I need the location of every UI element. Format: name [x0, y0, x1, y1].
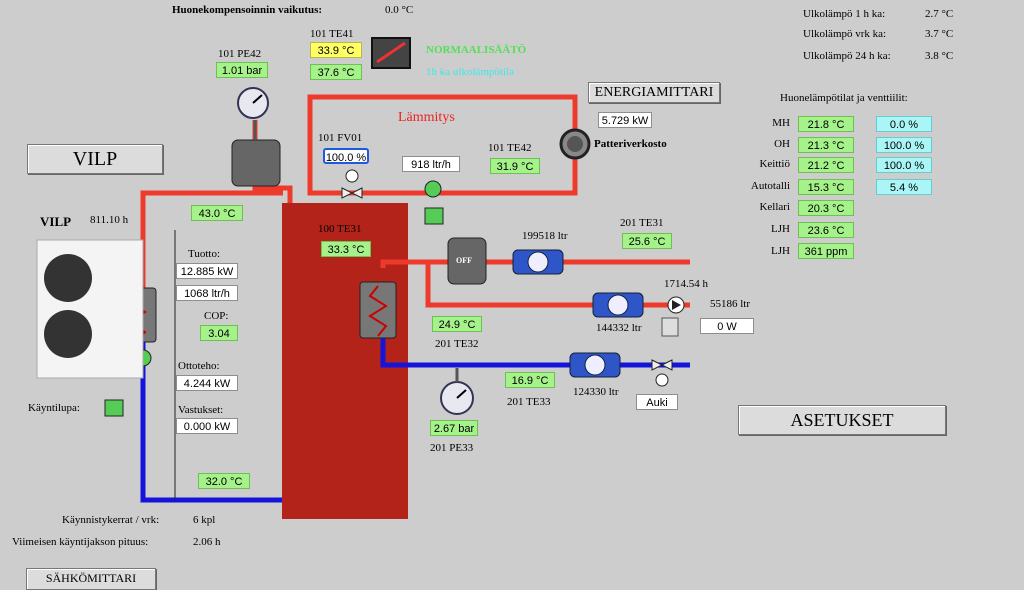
vilp-return-temp: 32.0 °C [198, 473, 250, 489]
vilp-button[interactable]: VILP [27, 144, 163, 174]
flow-meter-3 [569, 352, 621, 378]
cold-valve-state: Auki [636, 394, 678, 410]
room-valve-oh: 100.0 % [876, 137, 932, 153]
heating-pump-icon [424, 180, 442, 198]
outdoor-day-value: 3.7 °C [925, 28, 954, 40]
output-kw-value: 12.885 kW [176, 263, 238, 279]
outdoor-24h-value: 3.8 °C [925, 50, 954, 62]
starts-label: Käynnistykerrat / vrk: [62, 514, 160, 526]
heating-switch-icon [424, 207, 444, 225]
input-power-value: 4.244 kW [176, 375, 238, 391]
vilp-supply-temp: 43.0 °C [191, 205, 243, 221]
meter2-value: 144332 ltr [596, 322, 642, 334]
outdoor-1h-value: 2.7 °C [925, 8, 954, 20]
cop-value: 3.04 [200, 325, 238, 341]
room-name-oh: OH [774, 138, 790, 150]
room-valve-kitchen: 100.0 % [876, 157, 932, 173]
flow-meter-2 [592, 292, 644, 318]
heating-flow-value: 918 ltr/h [402, 156, 460, 172]
meter2b-value: 55186 ltr [710, 298, 751, 310]
heating-title: Lämmitys [398, 110, 455, 125]
fv01-label: 101 FV01 [318, 132, 363, 144]
room-temp-oh: 21.3 °C [798, 137, 854, 153]
room-name-kitchen: Keittiö [759, 158, 790, 170]
pe33-label: 201 PE33 [430, 442, 474, 454]
cold-water-valve [651, 359, 673, 387]
room-comp-value: 0.0 °C [385, 4, 414, 16]
te31-value: 33.3 °C [321, 241, 371, 257]
permit-switch-icon [104, 399, 124, 417]
meter3-value: 124330 ltr [573, 386, 619, 398]
meter1-value: 199518 ltr [522, 230, 568, 242]
room-temp-ljh: 23.6 °C [798, 222, 854, 238]
vilp-hours: 811.10 h [90, 214, 129, 226]
room-name-ljh: LJH [771, 223, 790, 235]
starts-value: 6 kpl [193, 514, 216, 526]
vilp-title: VILP [40, 214, 72, 229]
te42-value: 31.9 °C [490, 158, 540, 174]
pe42-label: 101 PE42 [218, 48, 262, 60]
te32-label: 201 TE32 [435, 338, 479, 350]
pump-power-value: 0 W [700, 318, 754, 334]
mode-normal-text: NORMAALISÄÄTÖ [426, 44, 527, 56]
heating-loop-pipe [307, 94, 578, 196]
settings-button[interactable]: ASETUKSET [738, 405, 946, 435]
fv01-value[interactable]: 100.0 % [323, 148, 369, 164]
room-valve-mh: 0.0 % [876, 116, 932, 132]
room-co2-ljh: 361 ppm [798, 243, 854, 259]
te31b-label: 201 TE31 [620, 217, 664, 229]
te31-label: 100 TE31 [318, 223, 362, 235]
te41-value2: 37.6 °C [310, 64, 362, 80]
last-run-label: Viimeisen käyntijakson pituus: [12, 536, 149, 548]
room-name-basement: Kellari [759, 201, 790, 213]
room-name-mh: MH [772, 117, 790, 129]
resistor-value: 0.000 kW [176, 418, 238, 434]
room-temp-basement: 20.3 °C [798, 200, 854, 216]
te41-value1: 33.9 °C [310, 42, 362, 58]
pump-switch-icon [661, 317, 679, 337]
energy-meter-button[interactable]: ENERGIAMITTARI [588, 82, 720, 103]
output-label: Tuotto: [188, 248, 221, 260]
heat-pump-unit [36, 239, 144, 379]
room-comp-label: Huonekompensoinnin vaikutus: [172, 4, 323, 16]
te32-value: 24.9 °C [432, 316, 482, 332]
te33-value: 16.9 °C [505, 372, 555, 388]
dhw-off-label: OFF [456, 256, 472, 265]
electric-meter-button[interactable]: SÄHKÖMITTARI [26, 568, 156, 590]
te41-label: 101 TE41 [310, 28, 354, 40]
rooms-title: Huonelämpötilat ja venttiilit: [780, 92, 908, 104]
permit-label: Käyntilupa: [28, 402, 80, 414]
dhw-hot-pipe [380, 259, 690, 268]
vilp-return-pipe [140, 335, 300, 503]
room-name-ljh-co2: LJH [771, 245, 790, 257]
heating-valve [341, 169, 363, 199]
last-run-value: 2.06 h [193, 536, 221, 548]
room-valve-garage: 5.4 % [876, 179, 932, 195]
room-temp-garage: 15.3 °C [798, 179, 854, 195]
pe42-value: 1.01 bar [216, 62, 268, 78]
flow-meter-1 [512, 249, 564, 275]
expansion-vessel [231, 139, 281, 187]
dhw-expansion-vessel [447, 237, 487, 285]
room-name-garage: Autotalli [750, 180, 790, 192]
pe33-value: 2.67 bar [430, 420, 478, 436]
cop-label: COP: [204, 310, 229, 322]
te31b-value: 25.6 °C [622, 233, 672, 249]
outdoor-day-label: Ulkolämpö vrk ka: [803, 28, 887, 40]
te33-label: 201 TE33 [507, 396, 551, 408]
process-diagram [36, 37, 690, 519]
te42-label: 101 TE42 [488, 142, 532, 154]
outdoor-1h-label: Ulkolämpö 1 h ka: [803, 8, 886, 20]
pump-hours: 1714.54 h [664, 278, 708, 290]
output-flow-value: 1068 ltr/h [176, 285, 238, 301]
room-temp-kitchen: 21.2 °C [798, 157, 854, 173]
energy-value: 5.729 kW [598, 112, 652, 128]
input-power-label: Ottoteho: [178, 360, 220, 372]
mode-sub-text: 1h ka ulkolämpötila [426, 66, 514, 78]
outdoor-24h-label: Ulkolämpö 24 h ka: [803, 50, 891, 62]
resistor-label: Vastukset: [178, 404, 224, 416]
radiator-network-label: Patteriverkosto [594, 138, 667, 150]
room-temp-mh: 21.8 °C [798, 116, 854, 132]
dhw-cold-pipe [380, 330, 690, 368]
